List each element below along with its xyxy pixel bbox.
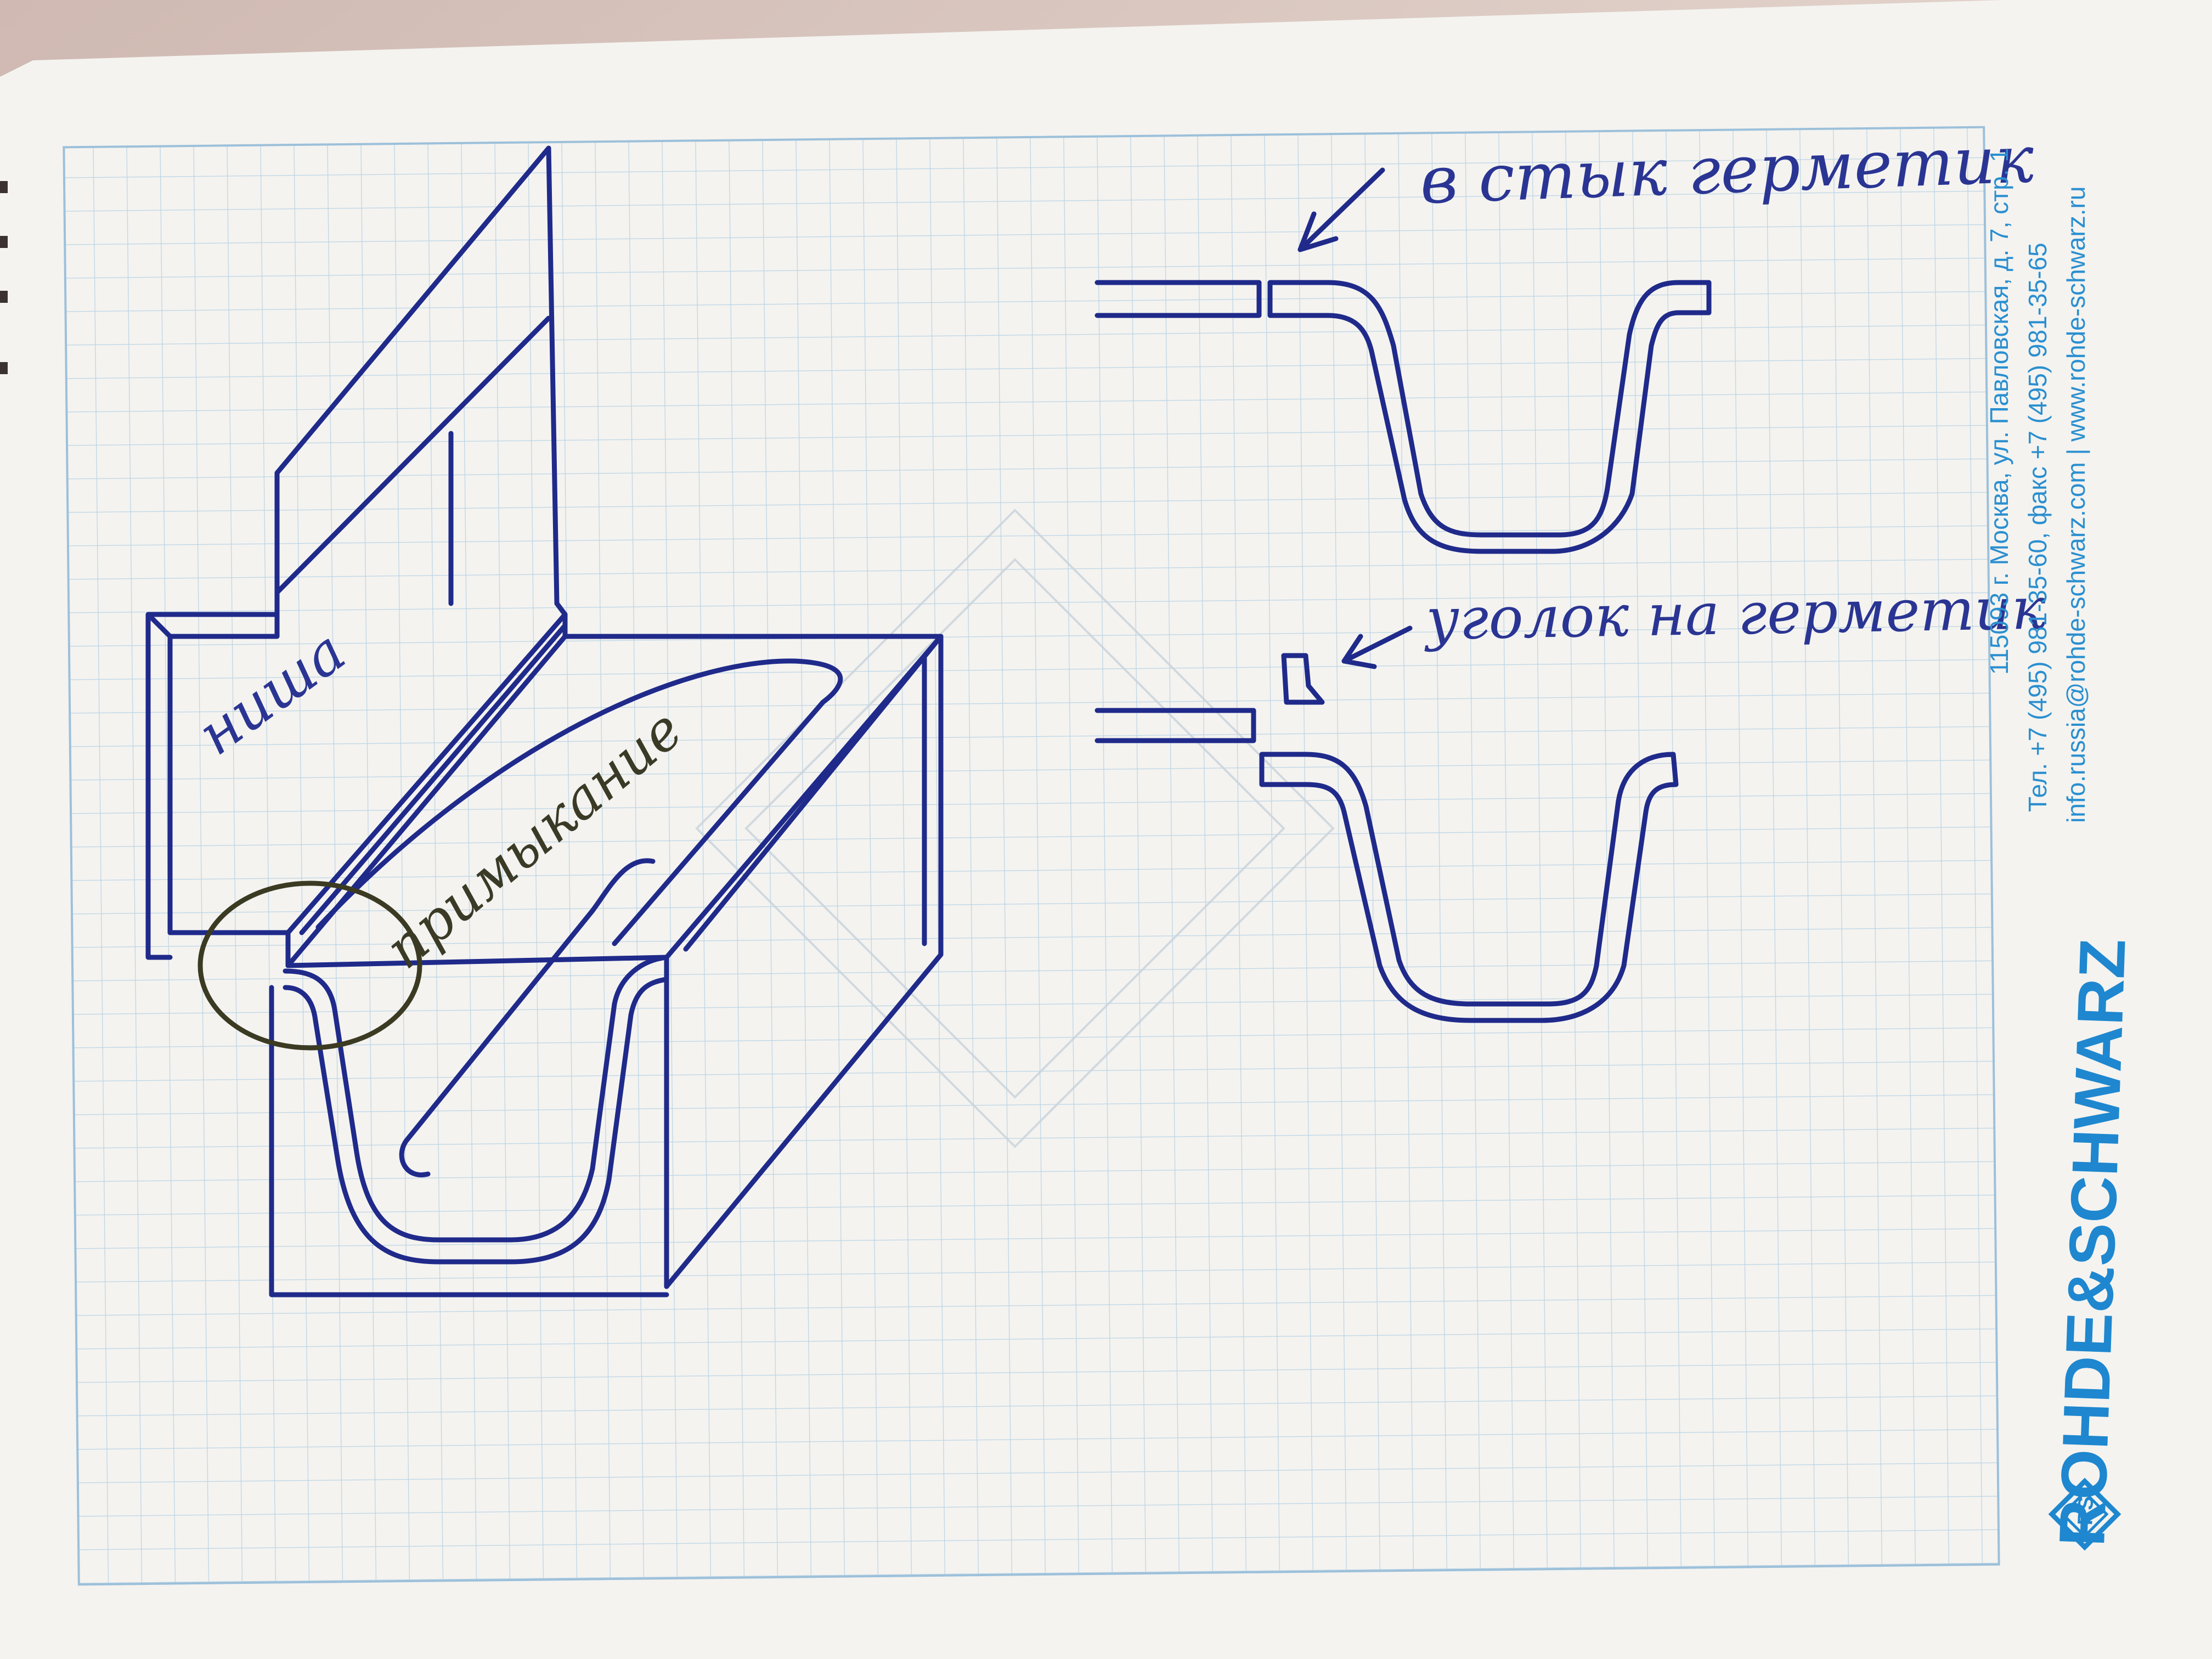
back-wall-panel [167, 145, 560, 639]
tub-base [269, 985, 669, 1297]
arrow-icon [1341, 625, 1413, 669]
corner-piece [1281, 653, 1325, 705]
tub-front-edge [683, 634, 944, 952]
letterhead-email-web: info.russia@rohde-schwarz.com | www.rohd… [2062, 187, 2090, 823]
wall-strip-bottom [1094, 708, 1256, 743]
tub-front-face [664, 634, 944, 1289]
bowl-inner-outline [399, 858, 656, 1177]
diamond-logo-icon: RS [2048, 1477, 2121, 1551]
junction-circle [198, 881, 422, 1051]
arrow-icon [1297, 167, 1385, 252]
grid-area [63, 126, 2000, 1586]
letterhead: 115093 г. Москва, ул. Павловская, д. 7, … [1985, 148, 2090, 823]
tub-u-profile-inner [283, 977, 669, 1265]
wall-strip-top [1094, 280, 1262, 318]
corner-sealant-drawing: уголок на герметик [1094, 575, 2047, 1023]
label-corner-sealant: уголок на герметик [1423, 575, 2046, 653]
ledge-strip [167, 612, 568, 968]
tub-profile-top-outer [1267, 280, 1712, 554]
bowl-top-outline [315, 658, 843, 946]
tub-u-profile-outer [283, 955, 669, 1243]
letterhead-phones: Тел. +7 (495) 981-35-60, факс +7 (495) 9… [2023, 242, 2052, 812]
logo-mark: RS [2074, 1496, 2098, 1526]
tub-profile-bottom [1259, 752, 1679, 1023]
binding-holes [0, 181, 8, 374]
letterhead-address: 115093 г. Москва, ул. Павловская, д. 7, … [1985, 148, 2013, 675]
